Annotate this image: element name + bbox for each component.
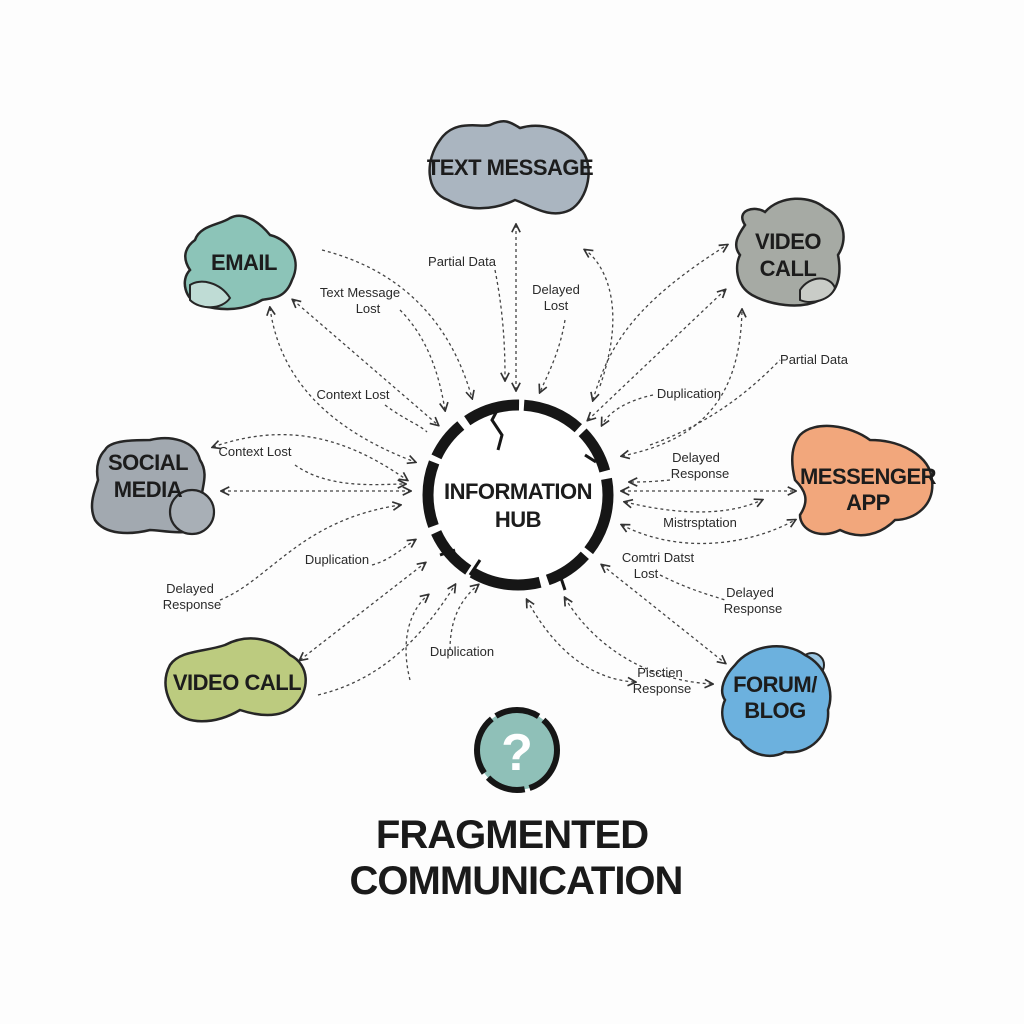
- connection-label: Duplication: [305, 552, 369, 567]
- arrow: [585, 250, 614, 387]
- node-label: VIDEO CALL: [173, 670, 301, 695]
- arrow: [659, 574, 726, 601]
- node-label: MEDIA: [114, 477, 183, 502]
- arrow: [213, 434, 407, 480]
- connection-label: Mistrsptation: [663, 515, 737, 530]
- arrow: [602, 565, 725, 663]
- arrow: [527, 600, 635, 682]
- node-label: TEXT MESSAGE: [427, 155, 593, 180]
- node-video-call-bottom: VIDEO CALL: [164, 637, 307, 723]
- node-social-media: SOCIAL MEDIA: [90, 436, 216, 536]
- arrow: [540, 319, 566, 392]
- node-video-call-top: VIDEO CALL: [734, 197, 845, 307]
- node-label: MESSENGER: [800, 464, 937, 489]
- connection-label: Partial Data: [780, 352, 849, 367]
- arrow: [270, 308, 415, 462]
- node-label: SOCIAL: [108, 450, 188, 475]
- diagram-title: FRAGMENTED: [376, 813, 648, 857]
- hub-label: INFORMATION: [444, 479, 592, 504]
- node-label: VIDEO: [755, 229, 821, 254]
- node-label: FORUM/: [733, 672, 817, 697]
- arrow: [593, 245, 727, 400]
- arrow: [294, 464, 405, 485]
- arrow: [219, 505, 400, 601]
- arrow: [449, 585, 478, 651]
- node-label: BLOG: [744, 698, 806, 723]
- arrow: [602, 394, 654, 425]
- connection-label: Context Lost: [219, 444, 292, 459]
- arrow: [405, 595, 428, 681]
- connection-label: Duplication: [657, 386, 721, 401]
- arrow: [371, 540, 415, 566]
- arrow: [630, 480, 671, 482]
- svg-text:?: ?: [501, 724, 533, 782]
- hub-label: HUB: [495, 507, 541, 532]
- diagram-title: COMMUNICATION: [350, 859, 683, 903]
- arrow: [625, 500, 762, 513]
- node-text-message: TEXT MESSAGE: [427, 120, 594, 215]
- node-label: APP: [846, 490, 890, 515]
- information-hub: INFORMATION HUB: [422, 399, 614, 591]
- connection-label: Duplication: [430, 644, 494, 659]
- arrow: [649, 359, 781, 446]
- node-label: CALL: [760, 256, 817, 281]
- connection-label: Context Lost: [317, 387, 390, 402]
- arrow: [317, 585, 455, 696]
- arrow: [321, 249, 472, 398]
- question-icon: ?: [474, 707, 560, 793]
- node-forum-blog: FORUM/ BLOG: [720, 645, 832, 757]
- arrow: [293, 300, 438, 425]
- arrow: [300, 563, 425, 660]
- connection-arrows: [213, 225, 795, 696]
- arrow: [384, 404, 428, 433]
- node-label: EMAIL: [211, 250, 277, 275]
- connection-label: Partial Data: [428, 254, 497, 269]
- arrow: [494, 269, 505, 380]
- node-email: EMAIL: [183, 214, 297, 311]
- arrow: [622, 310, 742, 456]
- node-messenger-app: MESSENGER APP: [791, 424, 937, 537]
